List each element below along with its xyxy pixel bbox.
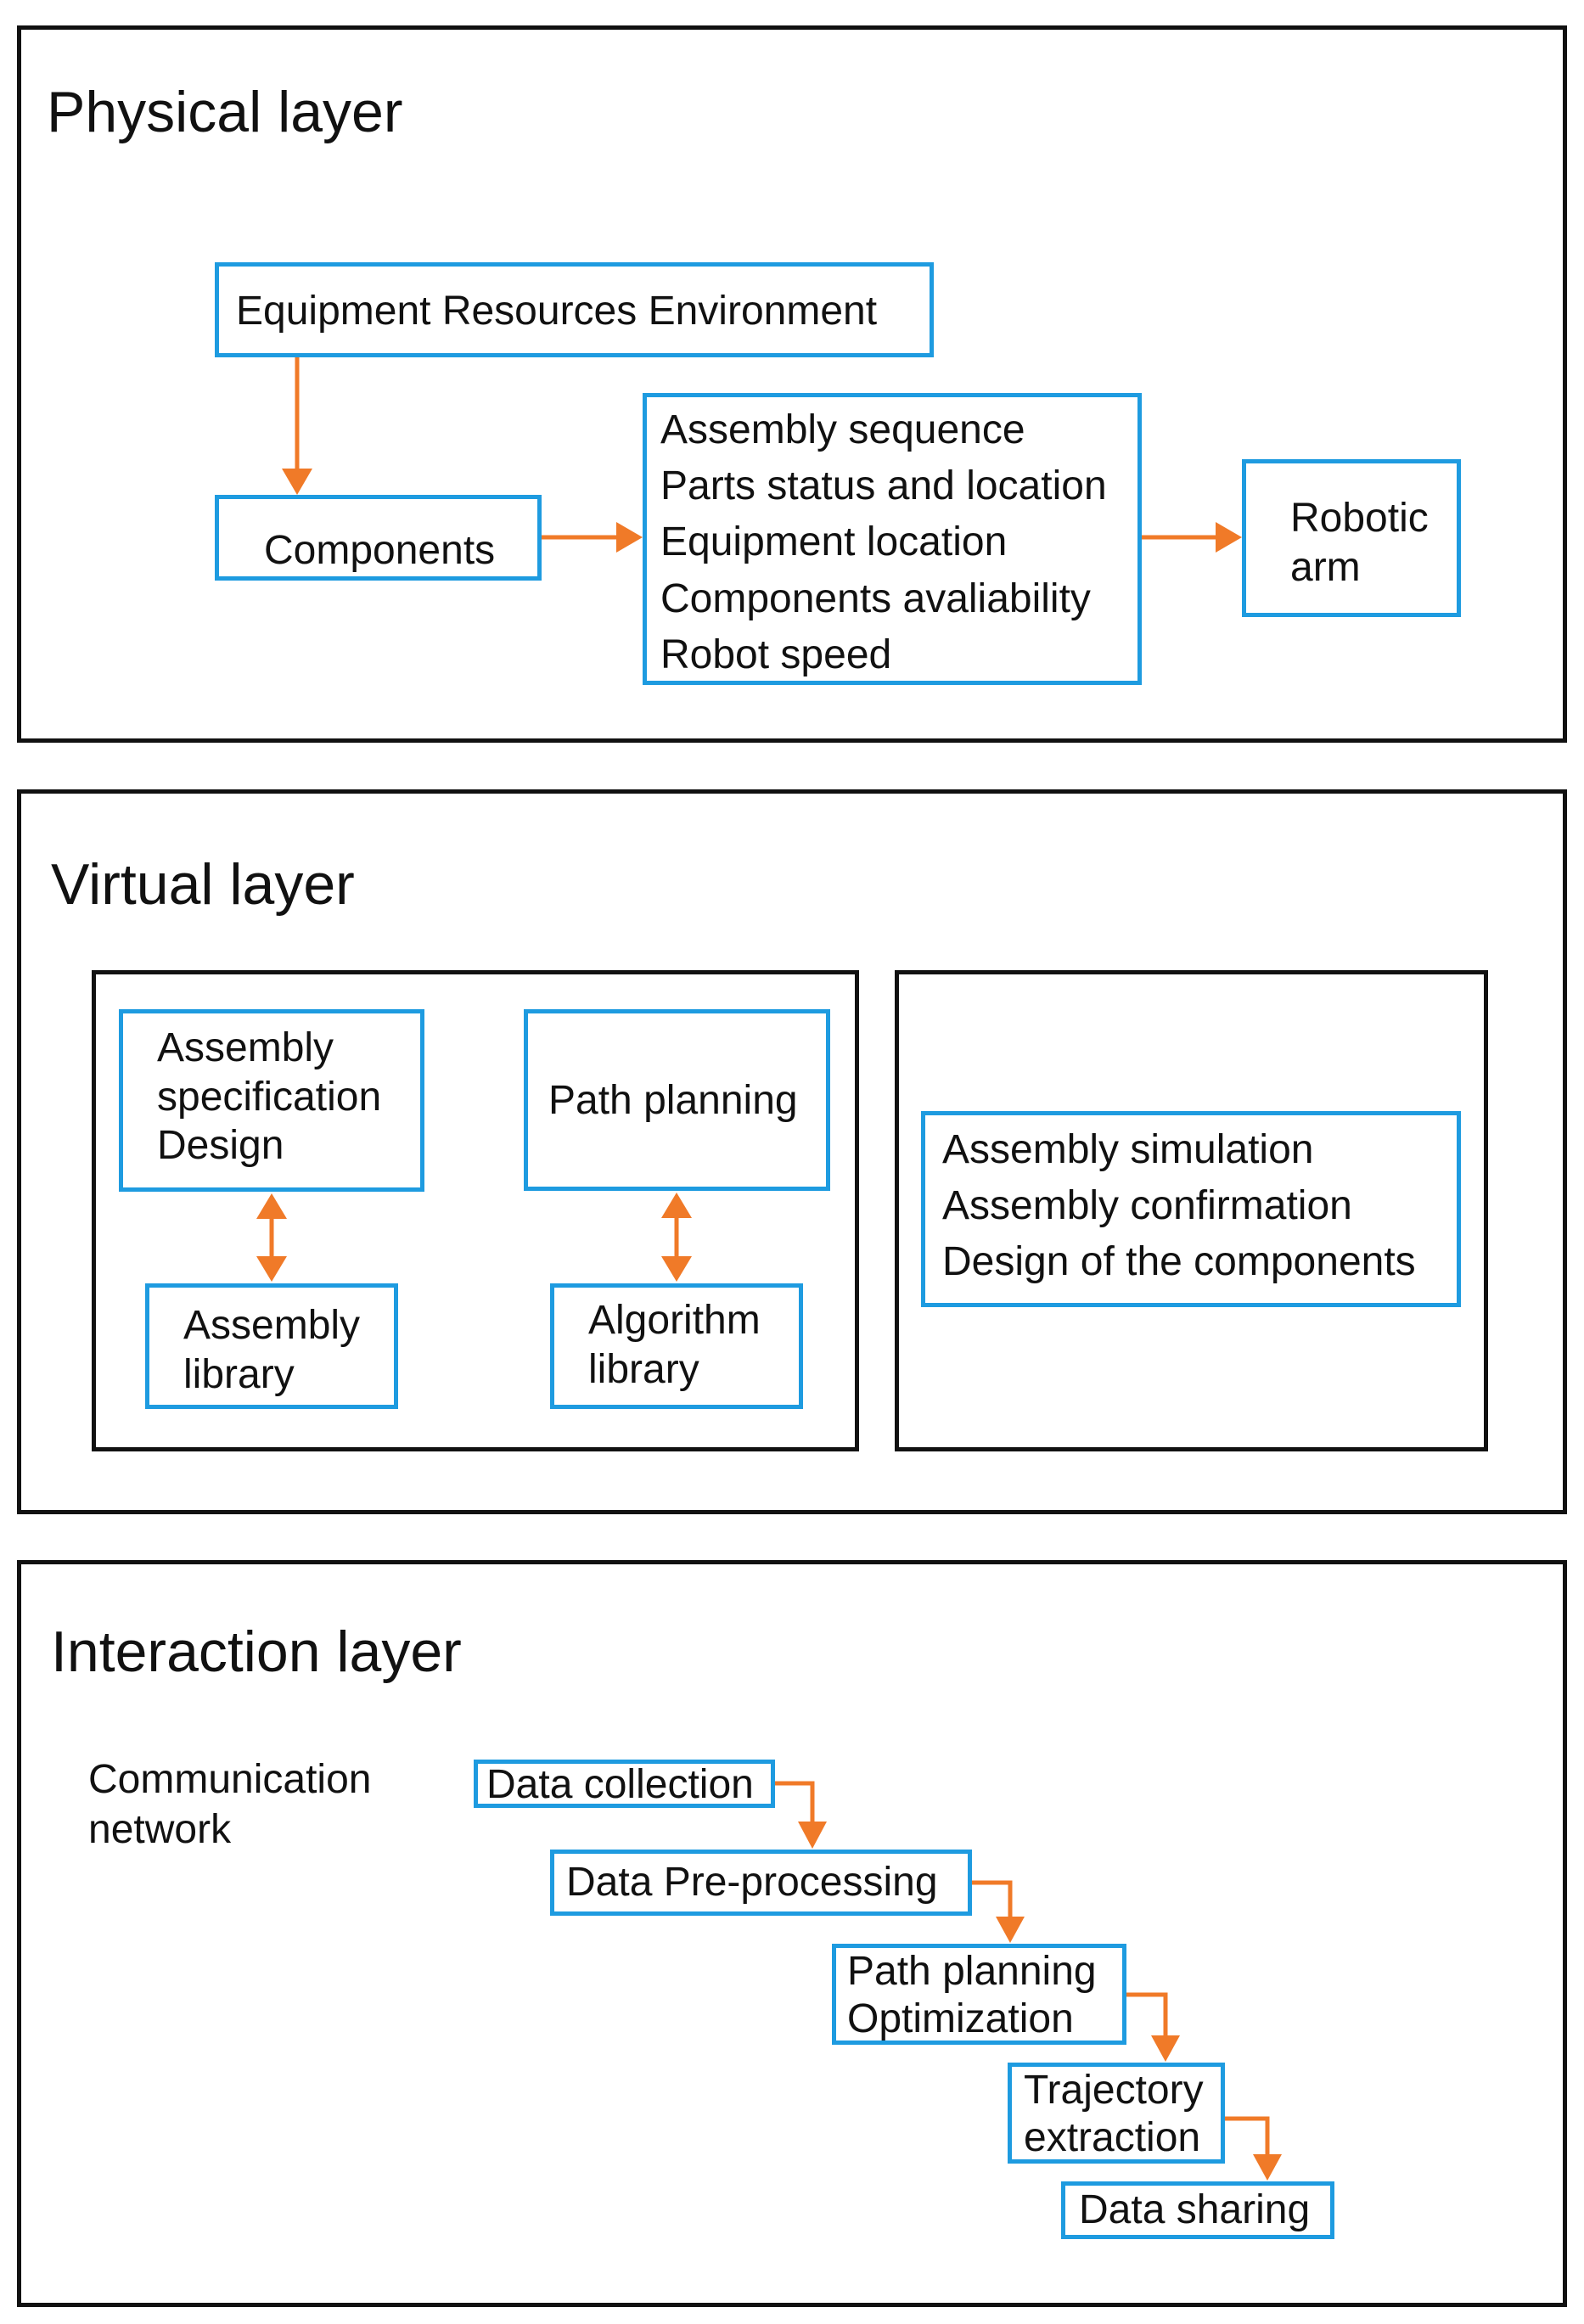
trajectory-extraction-box: Trajectory extraction	[1008, 2063, 1225, 2164]
data-preprocessing-label: Data Pre-processing	[566, 1860, 938, 1905]
interaction-layer-title: Interaction layer	[51, 1620, 462, 1684]
path-planning-opt-line2: Optimization	[847, 1996, 1074, 2041]
info-line-assembly-sequence: Assembly sequence	[660, 407, 1025, 452]
algorithm-library-line2: library	[588, 1346, 699, 1392]
data-collection-label: Data collection	[486, 1762, 754, 1807]
assembly-library-line2: library	[183, 1351, 295, 1397]
components-box: Components	[215, 495, 542, 581]
data-collection-box: Data collection	[474, 1760, 775, 1808]
assembly-library-box: Assembly library	[145, 1283, 398, 1409]
equipment-resources-environment-box: Equipment Resources Environment	[215, 262, 934, 357]
communication-network-line1: Communication	[88, 1757, 372, 1802]
info-line-components-availability: Components avaliability	[660, 575, 1091, 621]
assembly-specification-design-box: Assembly specification Design	[119, 1009, 424, 1192]
robotic-arm-box: Robotic arm	[1242, 459, 1461, 617]
robotic-arm-label-line1: Robotic	[1290, 496, 1429, 541]
assembly-simulation-box: Assembly simulation Assembly confirmatio…	[921, 1111, 1461, 1307]
data-preprocessing-box: Data Pre-processing	[550, 1850, 972, 1916]
robotic-arm-label-line2: arm	[1290, 544, 1361, 590]
trajectory-line1: Trajectory	[1024, 2068, 1204, 2113]
simulation-line-design-components: Design of the components	[942, 1239, 1416, 1285]
physical-layer-title: Physical layer	[47, 80, 403, 144]
algorithm-library-box: Algorithm library	[550, 1283, 803, 1409]
simulation-line-assembly-confirmation: Assembly confirmation	[942, 1183, 1352, 1229]
info-line-equipment-location: Equipment location	[660, 519, 1008, 565]
components-label: Components	[264, 528, 496, 573]
simulation-group	[895, 970, 1488, 1451]
assembly-spec-line2: specification	[157, 1074, 382, 1120]
equipment-label: Equipment Resources Environment	[236, 289, 878, 334]
design-libraries-group	[92, 970, 859, 1451]
path-planning-box: Path planning	[524, 1009, 830, 1191]
trajectory-line2: extraction	[1024, 2115, 1201, 2160]
communication-network-line2: network	[88, 1806, 232, 1852]
path-planning-opt-line1: Path planning	[847, 1949, 1097, 1994]
info-line-parts-status: Parts status and location	[660, 463, 1107, 509]
path-planning-optimization-box: Path planning Optimization	[832, 1944, 1126, 2045]
assembly-spec-line3: Design	[157, 1123, 284, 1169]
path-planning-label: Path planning	[548, 1078, 798, 1123]
algorithm-library-line1: Algorithm	[588, 1298, 761, 1343]
data-sharing-label: Data sharing	[1079, 2187, 1311, 2232]
info-line-robot-speed: Robot speed	[660, 632, 892, 677]
virtual-layer-title: Virtual layer	[51, 852, 355, 917]
assembly-library-line1: Assembly	[183, 1303, 361, 1348]
assembly-spec-line1: Assembly	[157, 1025, 334, 1070]
assembly-info-box: Assembly sequence Parts status and locat…	[643, 393, 1142, 685]
data-sharing-box: Data sharing	[1061, 2181, 1334, 2239]
communication-network-label: Communication network	[88, 1755, 371, 1855]
simulation-line-assembly-simulation: Assembly simulation	[942, 1127, 1314, 1172]
